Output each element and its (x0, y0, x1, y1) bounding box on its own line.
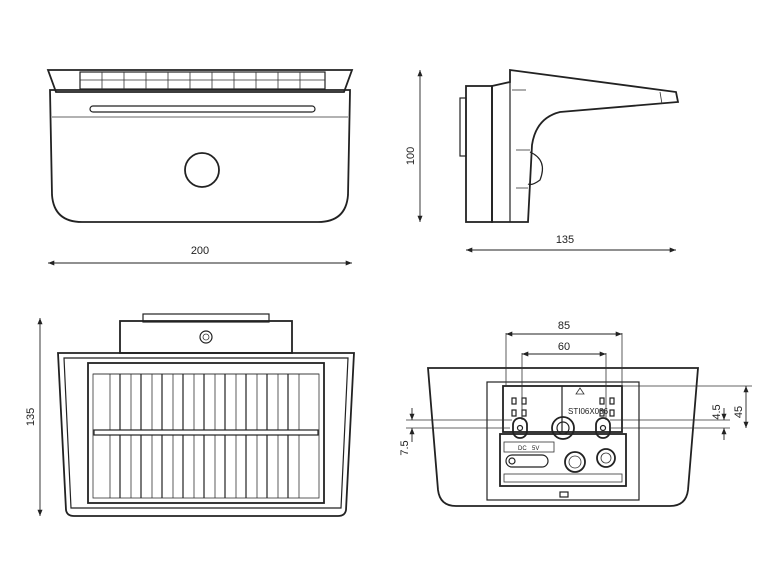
front-view: 200 (46, 69, 354, 266)
cert-mark: STI06X036 (568, 407, 609, 416)
dim-side-height: 100 (405, 147, 417, 165)
dim-bottom-inner: 60 (558, 341, 570, 353)
voltage-label: 5V (532, 446, 539, 452)
dim-side-depth: 135 (556, 234, 574, 246)
dim-back-height: 135 (25, 408, 37, 426)
solar-view: 135 (25, 313, 355, 517)
dim-bottom-inset: 7.5 (399, 440, 411, 455)
dim-bottom-hole-offset: 4.5 (711, 404, 723, 419)
dim-bottom-outer: 85 (558, 320, 570, 332)
dc-label: DC (518, 446, 527, 452)
dim-front-width: 200 (191, 245, 209, 257)
bottom-view: STI06X036 DC 5V 85 60 (399, 320, 752, 507)
side-view: 100 135 (405, 68, 680, 253)
dim-bottom-height: 45 (733, 406, 745, 418)
